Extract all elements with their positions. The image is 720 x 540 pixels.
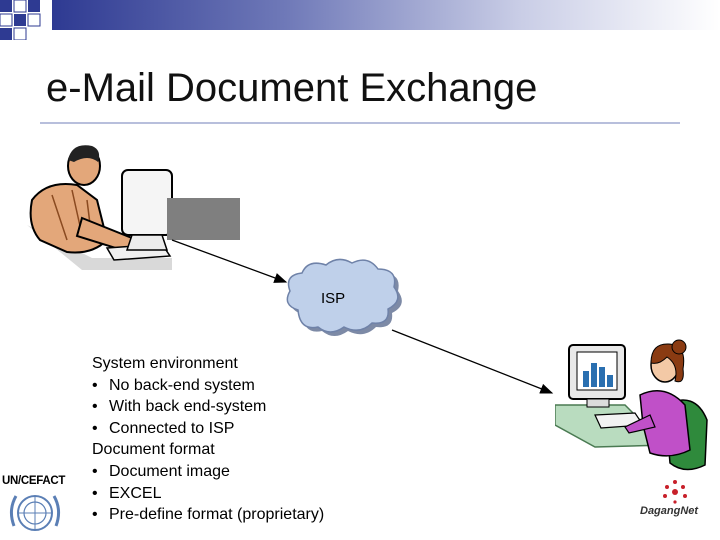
title-divider (40, 122, 680, 124)
woman-at-computer-icon (555, 339, 708, 471)
man-at-computer-icon (27, 145, 173, 270)
slide-title: e-Mail Document Exchange (46, 66, 538, 110)
header-gradient-bar (52, 0, 720, 30)
monitor-screen-box (167, 198, 240, 240)
dagangnet-logo-text: DagangNet (640, 505, 699, 517)
list-item: •EXCEL (92, 484, 162, 502)
network-cloud-icon (286, 258, 402, 336)
section-heading-environment: System environment (92, 355, 238, 372)
list-item: •No back-end system (92, 376, 255, 394)
section-heading-format: Document format (92, 441, 215, 459)
uncefact-logo-text: UN/CEFACT (2, 475, 66, 487)
arrow-to-recipient (391, 329, 554, 394)
list-item: •Pre-define format (proprietary) (92, 506, 325, 524)
header-square-pattern (0, 0, 41, 40)
un-emblem-icon (9, 495, 61, 531)
description-list: System environment •No back-end system •… (92, 353, 324, 526)
dagangnet-logo-icon (663, 480, 687, 504)
cloud-label: ISP (321, 290, 346, 307)
arrow-to-isp (171, 239, 288, 283)
list-item: •Document image (92, 462, 230, 480)
list-item: •With back end-system (92, 398, 267, 416)
list-item: •Connected to ISP (92, 419, 235, 437)
